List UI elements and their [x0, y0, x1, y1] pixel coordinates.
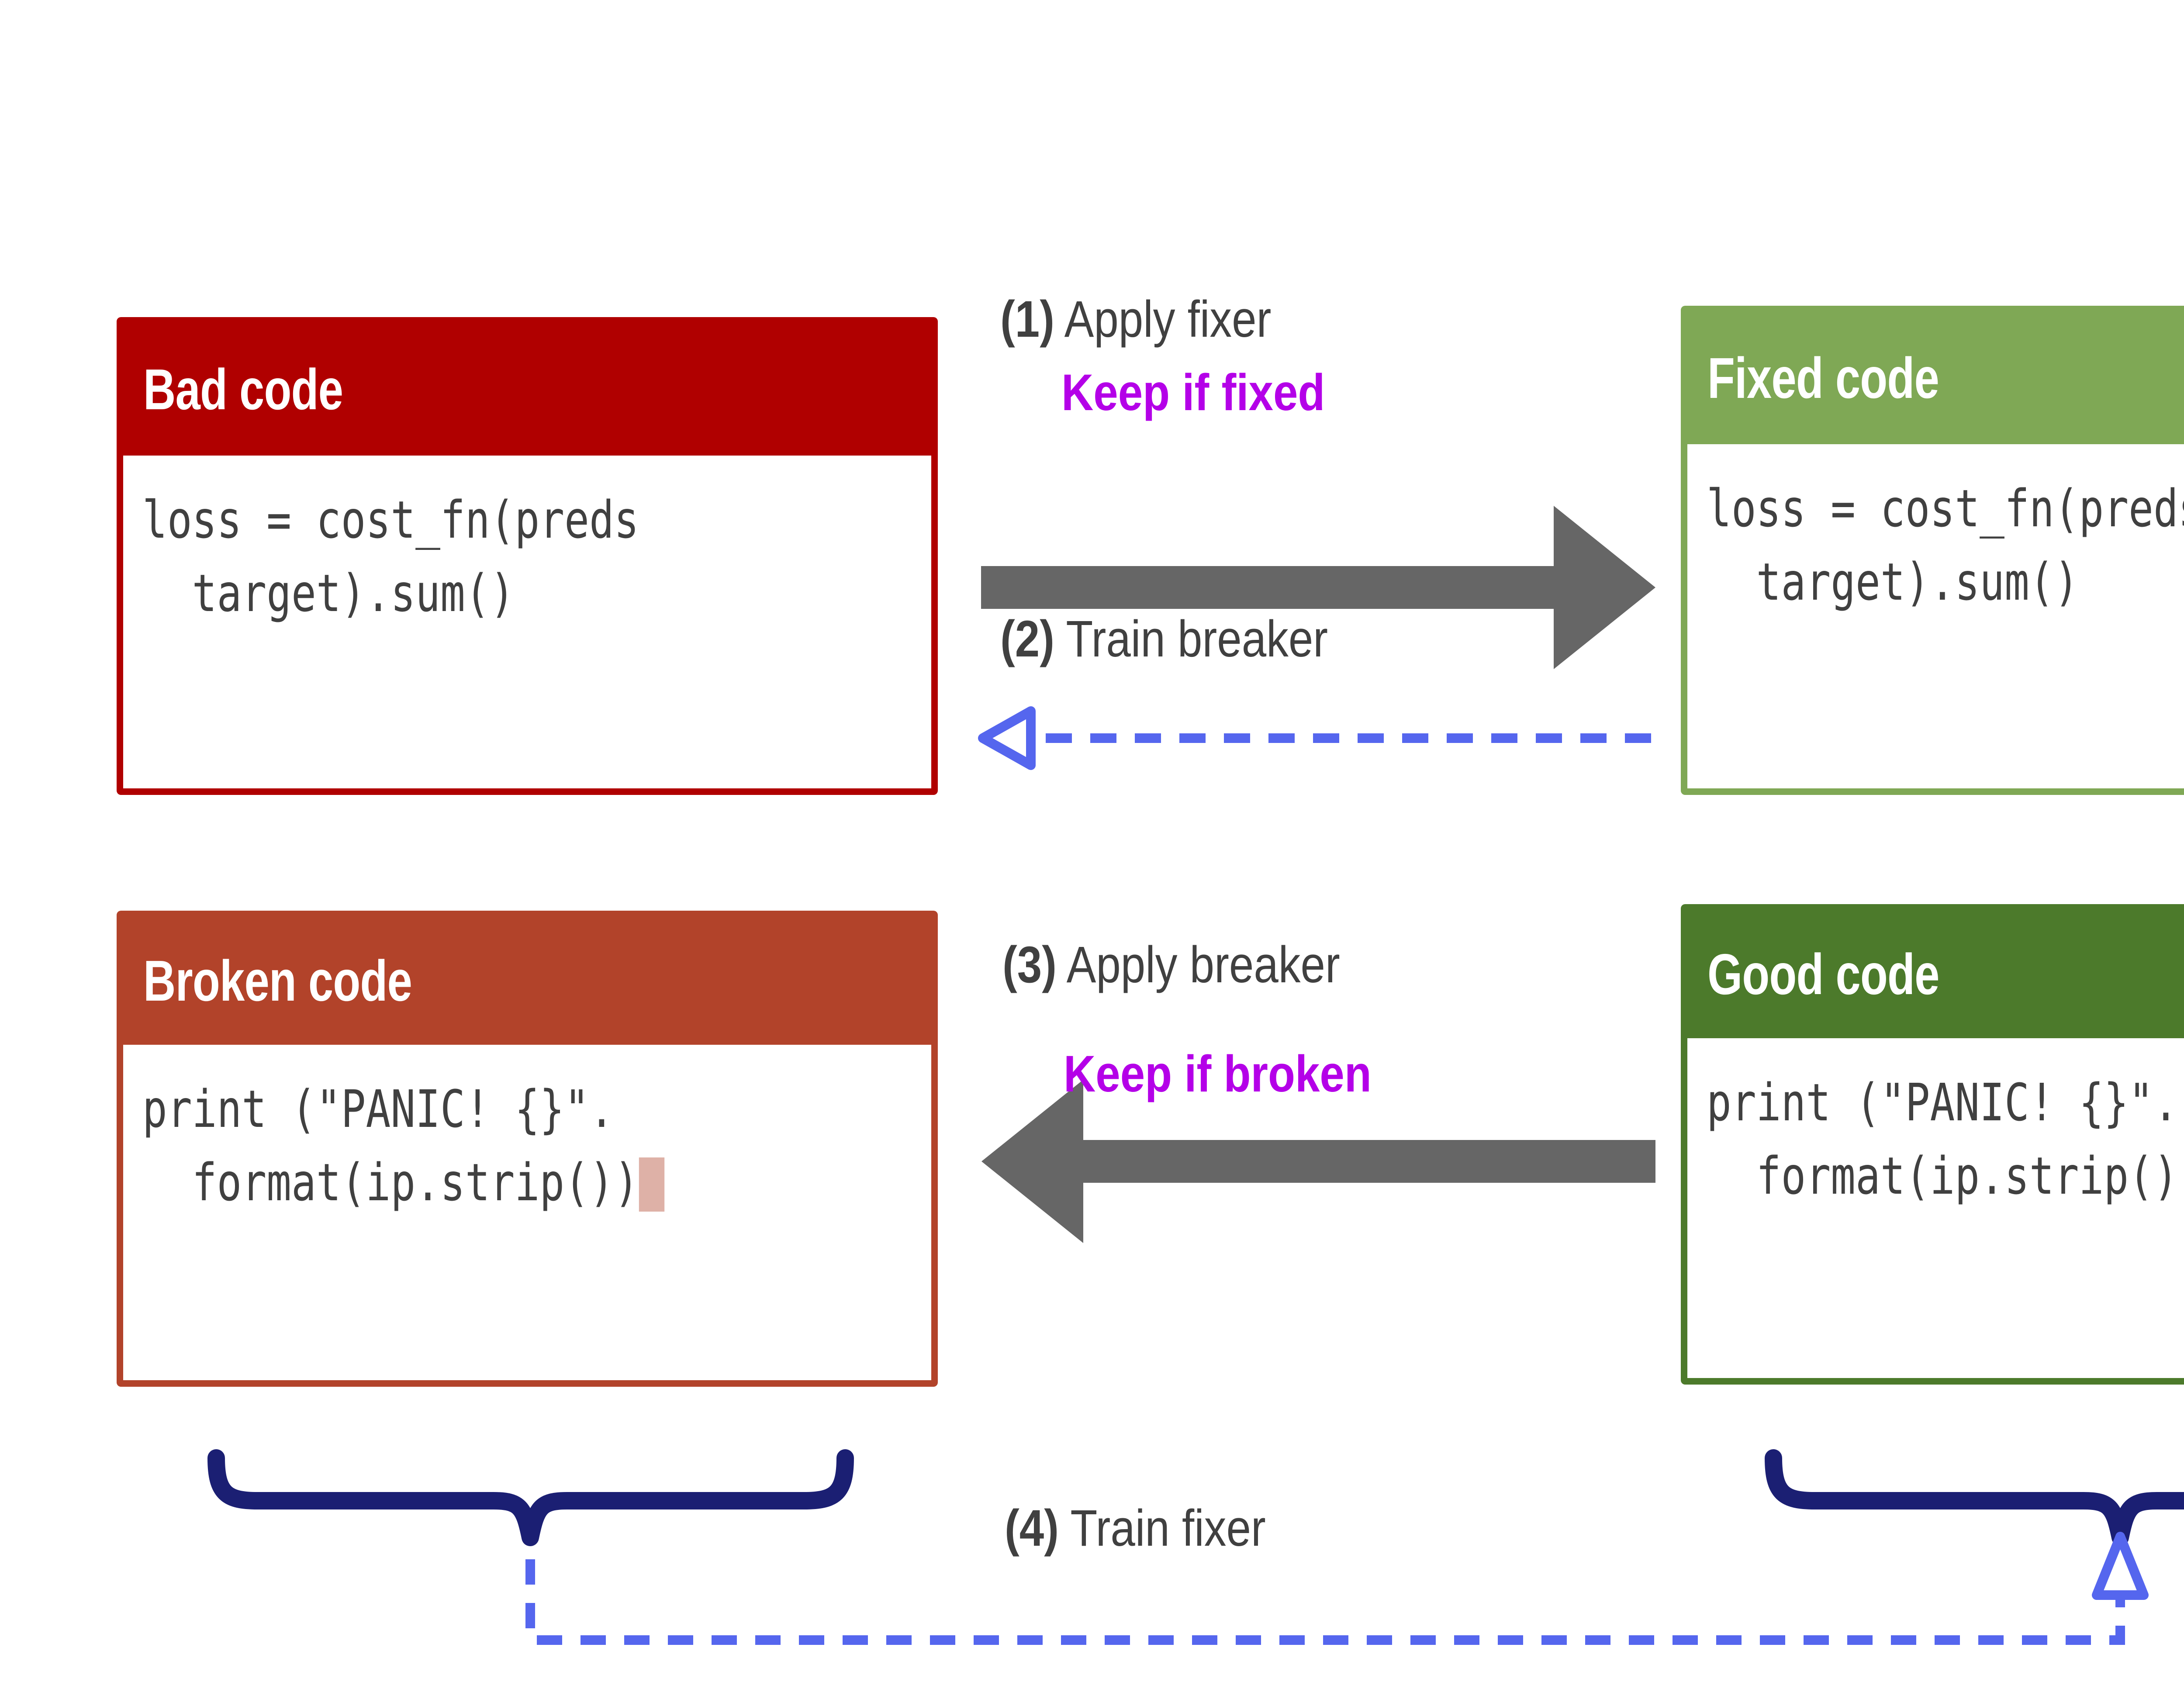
code-good-line-1: print ("PANIC! {}".: [1707, 1072, 2178, 1133]
code-fixed-line-1-text: loss = cost_fn(preds: [1707, 478, 2184, 539]
code-broken-line-2-text: format(ip.strip()): [142, 1152, 639, 1212]
card-good-code: Good code print ("PANIC! {}". format(ip.…: [1681, 904, 2184, 1385]
step-2-label: (2) Train breaker: [1000, 613, 1328, 665]
card-broken-code-header: Broken code: [123, 917, 931, 1045]
card-broken-code: Broken code print ("PANIC! {}". format(i…: [117, 911, 938, 1387]
step-4-number: (4): [1005, 1499, 1059, 1557]
card-bad-code-title: Bad code: [143, 357, 343, 421]
code-fixed-line-1: loss = cost_fn(preds,: [1707, 472, 2184, 546]
step-3-number: (3): [1002, 936, 1057, 994]
step-1-text: Apply fixer: [1064, 290, 1272, 348]
card-bad-code: Bad code loss = cost_fn(preds target).su…: [117, 317, 938, 795]
arrow-apply-breaker: [981, 1080, 1655, 1243]
code-good-line-2: format(ip.strip())): [1707, 1145, 2184, 1206]
card-fixed-code-body: loss = cost_fn(preds, target).sum(): [1687, 444, 2184, 618]
step-1-label: (1) Apply fixer: [1000, 294, 1271, 345]
step-1-number: (1): [1000, 290, 1055, 348]
card-fixed-code-header: Fixed code: [1687, 312, 2184, 444]
step-3-text: Apply breaker: [1066, 936, 1340, 994]
card-broken-code-body: print ("PANIC! {}". format(ip.strip()): [123, 1045, 931, 1219]
card-bad-code-body: loss = cost_fn(preds target).sum(): [123, 456, 931, 630]
step-3-keep-note: Keep if broken: [1064, 1045, 1372, 1103]
step-4-label: (4) Train fixer: [1005, 1502, 1266, 1554]
code-fixed-line-2: target).sum(): [1707, 551, 2079, 612]
card-fixed-code-title: Fixed code: [1707, 346, 1939, 410]
code-broken-line-1: print ("PANIC! {}".: [142, 1079, 614, 1139]
step-2-text: Train breaker: [1066, 610, 1328, 668]
card-fixed-code: Fixed code loss = cost_fn(preds, target)…: [1681, 306, 2184, 795]
arrow-train-breaker: [978, 706, 1651, 770]
arrow-train-fixer: [525, 1532, 2149, 1645]
card-bad-code-header: Bad code: [123, 324, 931, 456]
step-2-number: (2): [1000, 610, 1055, 668]
card-good-code-title: Good code: [1707, 942, 1939, 1006]
brace-left-icon: [207, 1449, 854, 1546]
step-1-keep-note: Keep if fixed: [1061, 364, 1325, 421]
brace-right-icon: [1765, 1449, 2184, 1546]
card-good-code-header: Good code: [1687, 911, 2184, 1038]
code-broken-missing-paren-highlight: [639, 1157, 665, 1212]
code-bad-line-2: target).sum(): [142, 563, 515, 623]
code-bad-line-1: loss = cost_fn(preds: [142, 490, 639, 550]
step-4-text: Train fixer: [1070, 1499, 1266, 1557]
card-broken-code-title: Broken code: [143, 949, 412, 1013]
code-broken-line-2: format(ip.strip()): [142, 1146, 774, 1219]
step-3-label: (3) Apply breaker: [1002, 939, 1340, 991]
card-good-code-body: print ("PANIC! {}". format(ip.strip())): [1687, 1038, 2184, 1212]
